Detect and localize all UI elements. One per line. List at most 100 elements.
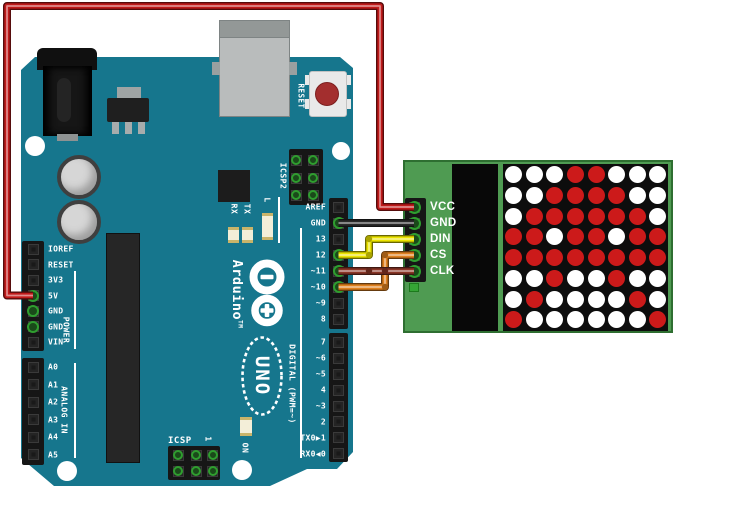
icsp2-label: ICSP2 xyxy=(278,162,288,190)
icsp2-pin-connector xyxy=(308,190,318,200)
matrix-pin-connector-GND xyxy=(407,216,421,230)
icsp2-pin-connector xyxy=(291,190,301,200)
matrix-pin-label-CS: CS xyxy=(430,249,447,261)
led-off xyxy=(628,269,646,287)
pin-connector-GND xyxy=(332,217,345,229)
led-on xyxy=(525,249,543,267)
mounting-hole xyxy=(232,460,252,480)
led-off xyxy=(505,187,522,204)
matrix-pin-label-GND: GND xyxy=(430,217,457,229)
led-off xyxy=(505,269,522,287)
pin-connector-~11 xyxy=(332,265,345,277)
icsp2-pin-connector xyxy=(308,155,318,165)
pin-~6 xyxy=(333,352,344,364)
wire-bendpoint xyxy=(365,235,373,243)
pin-RX0◀0 xyxy=(333,448,344,459)
pin-A1 xyxy=(27,379,39,390)
rx-label: RX xyxy=(229,203,239,215)
led-off xyxy=(649,269,667,287)
capacitor xyxy=(57,155,101,199)
led-off xyxy=(525,166,543,184)
icsp2-pin-connector xyxy=(291,173,301,183)
led-off xyxy=(608,166,626,184)
led-on xyxy=(546,207,564,225)
pin-TX0▶1 xyxy=(333,432,344,443)
pin-3V3 xyxy=(27,274,39,286)
led-on xyxy=(628,249,646,267)
silkscreen-line xyxy=(278,197,280,243)
icsp-pin-connector xyxy=(173,466,183,476)
pin-A5 xyxy=(27,449,39,460)
pin-label-12: 12 xyxy=(315,250,326,260)
pin-label-A1: A1 xyxy=(48,380,59,389)
led-on xyxy=(566,207,584,225)
led-off xyxy=(587,311,605,329)
led-on xyxy=(587,249,605,267)
led-off xyxy=(628,311,646,329)
led-on xyxy=(628,207,646,225)
wire-bendpoint xyxy=(381,251,389,259)
pin-label-VIN: VIN xyxy=(48,337,64,347)
tx-label: TX xyxy=(242,203,252,215)
tx-led xyxy=(242,227,253,243)
pin-label-A3: A3 xyxy=(48,415,59,424)
led-off xyxy=(649,166,667,184)
pin-label-5V: 5V xyxy=(48,291,59,300)
pin-label-RX0◀0: RX0◀0 xyxy=(300,449,326,458)
led-off xyxy=(608,290,626,308)
uno-label: UNO xyxy=(251,355,273,397)
led-off xyxy=(628,187,646,204)
pin-label-2: 2 xyxy=(320,417,326,426)
icsp-pin-connector xyxy=(191,450,201,460)
led-off xyxy=(628,166,646,184)
icsp-label: ICSP xyxy=(168,436,192,446)
led-off xyxy=(566,269,584,287)
arduino-logo-text: ArduinoTM xyxy=(229,260,245,329)
icsp2-pin-connector xyxy=(291,155,301,165)
trademark: TM xyxy=(236,320,244,329)
led-on xyxy=(546,249,564,267)
led-off xyxy=(505,207,522,225)
pin-label-GND: GND xyxy=(48,322,64,331)
led-on xyxy=(566,249,584,267)
led-on xyxy=(628,228,646,246)
led-off xyxy=(649,187,667,204)
wire-bendpoint xyxy=(365,251,373,259)
wire-bendpoint xyxy=(381,283,389,291)
led-matrix-grid xyxy=(503,164,668,331)
chip-atmega xyxy=(106,233,140,463)
led-off xyxy=(525,269,543,287)
led-on xyxy=(566,166,584,184)
led-off xyxy=(566,311,584,329)
led-on xyxy=(587,187,605,204)
l-led-label: L xyxy=(262,197,272,203)
pin-label-GND: GND xyxy=(310,218,326,228)
power-jack-lip xyxy=(57,134,78,141)
pin-label-13: 13 xyxy=(315,234,326,244)
matrix-pin-label-DIN: DIN xyxy=(430,233,451,245)
pin-connector-12 xyxy=(332,249,345,261)
led-off xyxy=(566,290,584,308)
led-off xyxy=(546,290,564,308)
pin-RESET xyxy=(27,259,39,270)
usb-connector-top xyxy=(219,20,290,38)
pin-7 xyxy=(333,336,344,348)
pin-connector-~10 xyxy=(332,281,345,293)
icsp2-pin-connector xyxy=(308,173,318,183)
arduino-name: Arduino xyxy=(229,259,245,321)
regulator-leg xyxy=(125,121,132,134)
led-off xyxy=(546,228,564,246)
matrix-pin-connector-CLK xyxy=(407,264,421,278)
silkscreen-line-digital xyxy=(300,228,302,458)
pin-label-TX0▶1: TX0▶1 xyxy=(300,433,326,442)
pin-label-A5: A5 xyxy=(48,450,59,459)
pin-2 xyxy=(333,416,344,427)
led-on xyxy=(649,311,667,329)
regulator-leg xyxy=(112,121,119,134)
led-off xyxy=(608,311,626,329)
matrix-pin-connector-VCC xyxy=(407,200,421,214)
reset-label: RESET xyxy=(296,83,306,109)
icsp-pin-connector xyxy=(173,450,183,460)
matrix-pin-connector-CS xyxy=(407,248,421,262)
led-off xyxy=(525,311,543,329)
